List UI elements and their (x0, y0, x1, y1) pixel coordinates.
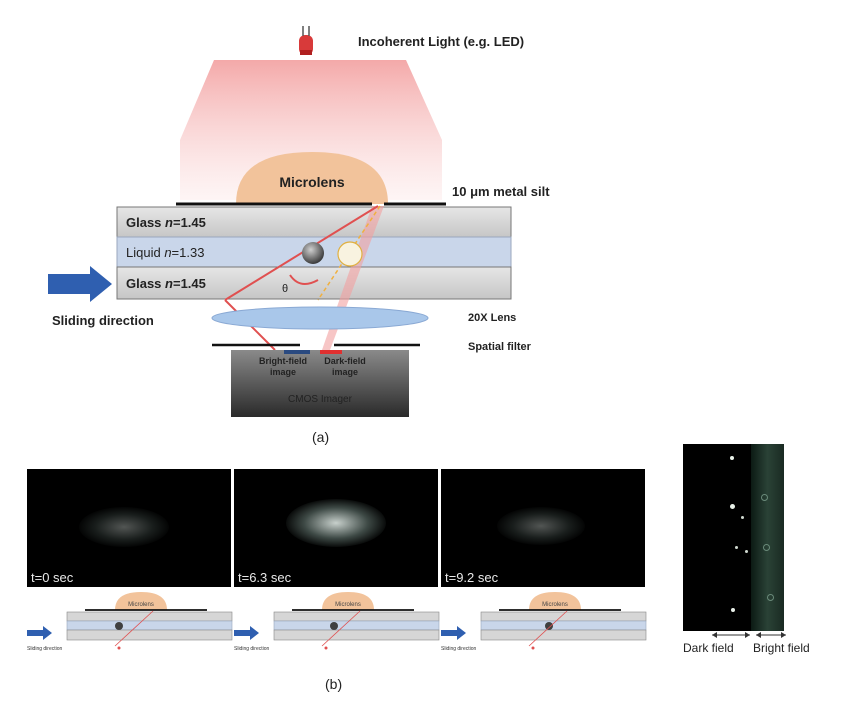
bright-field-label: Bright field (753, 641, 810, 655)
frame-panel-3: t=9.2 sec (441, 469, 645, 587)
mini-microlens-label: Microlens (542, 602, 568, 608)
mini-glass-top (66, 611, 233, 622)
bright-field-marker (284, 350, 310, 354)
mini-sliding-arrow (234, 626, 259, 640)
cmos-imager (231, 350, 409, 417)
mini-glass-bottom (480, 629, 647, 641)
glass-bottom-label: Glass n=1.45 (126, 276, 206, 291)
slit-label: 10 μm metal silt (452, 184, 550, 199)
svg-text:θ: θ (282, 283, 288, 295)
mini-ray-dot (117, 646, 121, 650)
mini-glass-bottom (66, 629, 233, 641)
bright-field-image-label-2: image (270, 367, 296, 377)
mini-microlens (115, 592, 167, 610)
glass-top-label: Glass n=1.45 (126, 215, 206, 230)
mini-liquid (66, 620, 233, 631)
cmos-label: CMOS Imager (288, 394, 353, 405)
lens-label: 20X Lens (468, 312, 516, 324)
light-cone (180, 60, 442, 200)
mini-microlens (322, 592, 374, 610)
mini-ray (114, 610, 154, 647)
mini-ray (321, 610, 361, 647)
sliding-direction-label: Sliding direction (52, 313, 154, 328)
mini-microlens-label: Microlens (128, 602, 154, 608)
dark-field-image-label-1: Dark-field (324, 356, 366, 366)
caption-a: (a) (312, 429, 330, 445)
bead-ghost (337, 241, 363, 267)
mini-sliding-arrow (27, 626, 52, 640)
mini-bead (115, 622, 123, 630)
mini-sliding-arrow (441, 626, 466, 640)
mini-glass-top (273, 611, 440, 622)
dark-field-image-label-2: image (332, 367, 358, 377)
mini-sliding-label: Sliding direction (441, 646, 477, 652)
caption-b: (b) (325, 676, 343, 692)
mini-ray-dot (324, 646, 328, 650)
frame-time-1: t=0 sec (31, 570, 74, 585)
dark-field-label: Dark field (683, 641, 734, 655)
liquid-label: Liquid n=1.33 (126, 245, 204, 260)
dark-field-marker (320, 350, 342, 354)
bright-field-strip (751, 444, 784, 631)
light-source-label: Incoherent Light (e.g. LED) (358, 34, 524, 49)
field-image (683, 444, 784, 631)
mini-glass-top (480, 611, 647, 622)
spatial-filter-label: Spatial filter (468, 341, 532, 353)
objective-lens (211, 306, 429, 330)
mini-glass-bottom (273, 629, 440, 641)
bright-field-image-label-1: Bright-field (259, 356, 307, 366)
mini-ray (528, 610, 568, 647)
frame-panel-2: t=6.3 sec (234, 469, 438, 587)
mini-microlens (529, 592, 581, 610)
microlens-label: Microlens (279, 174, 345, 190)
mini-bead (330, 622, 338, 630)
frame-time-3: t=9.2 sec (445, 570, 499, 585)
mini-sliding-label: Sliding direction (234, 646, 270, 652)
sliding-direction-arrow (48, 266, 112, 302)
led-icon (299, 26, 313, 55)
mini-sliding-label: Sliding direction (27, 646, 63, 652)
mini-ray-dot (531, 646, 535, 650)
glass-top-layer (116, 206, 512, 238)
mini-microlens-label: Microlens (335, 602, 361, 608)
field-arrows (712, 632, 786, 638)
mini-liquid (273, 620, 440, 631)
mini-bead (545, 622, 553, 630)
mini-liquid (480, 620, 647, 631)
frame-panel-1: t=0 sec (27, 469, 231, 587)
microlens (236, 152, 388, 204)
frame-time-2: t=6.3 sec (238, 570, 292, 585)
microbead (302, 242, 324, 264)
